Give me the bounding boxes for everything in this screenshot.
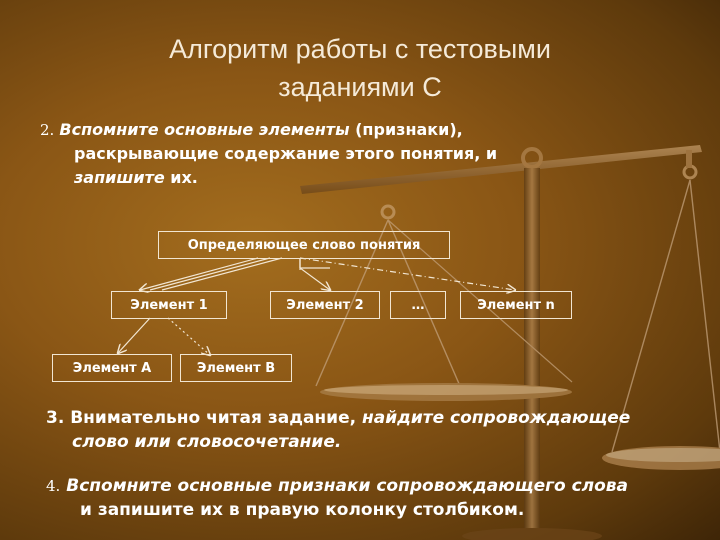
step-3-italic-2: слово или словосочетание. <box>72 432 342 452</box>
diagram-element-a-box: Элемент А <box>52 354 172 382</box>
step-4-italic-1: Вспомните основные признаки сопровождающ… <box>60 476 629 496</box>
step-2-italic-3: запишите <box>74 168 165 187</box>
diagram-root-box: Определяющее слово понятия <box>158 231 450 259</box>
step-2-number: 2. <box>40 121 55 139</box>
step-3-lead: Внимательно читая задание, <box>64 408 362 428</box>
title-line-2: заданиями С <box>278 72 442 102</box>
diagram-element-n-box: Элемент n <box>460 291 572 319</box>
diagram-root-label: Определяющее слово понятия <box>187 237 421 253</box>
diagram-element-2-box: Элемент 2 <box>270 291 380 319</box>
step-2-text: 2. Вспомните основные элементы (признаки… <box>40 118 580 190</box>
slide-title: Алгоритм работы с тестовыми заданиями С <box>100 30 620 106</box>
diagram-element-1-box: Элемент 1 <box>111 291 227 319</box>
step-2-line-2: раскрывающие содержание этого понятия, и <box>74 144 498 163</box>
step-3-italic-1: найдите сопровождающее <box>361 408 631 428</box>
step-2-rest-3: их. <box>164 168 198 187</box>
diagram-element-a-label: Элемент А <box>72 360 152 376</box>
diagram-ellipsis-box: … <box>390 291 446 319</box>
diagram-element-1-label: Элемент 1 <box>130 297 208 313</box>
diagram-element-b-box: Элемент В <box>180 354 292 382</box>
diagram-element-b-label: Элемент В <box>196 360 276 376</box>
step-4-line-2: и запишите их в правую колонку столбиком… <box>80 500 525 520</box>
step-4-text: 4. Вспомните основные признаки сопровожд… <box>46 474 706 522</box>
diagram-element-n-label: Элемент n <box>477 297 555 313</box>
step-3-text: 3. Внимательно читая задание, найдите со… <box>46 406 686 454</box>
step-2-rest-1: (признаки), <box>349 120 463 139</box>
diagram-ellipsis-label: … <box>411 297 425 313</box>
diagram-element-2-label: Элемент 2 <box>286 297 364 313</box>
step-2-lead: Вспомните основные элементы <box>59 120 350 139</box>
step-3-number: 3. <box>46 408 65 428</box>
title-line-1: Алгоритм работы с тестовыми <box>169 34 551 64</box>
step-4-number: 4. <box>46 477 61 495</box>
